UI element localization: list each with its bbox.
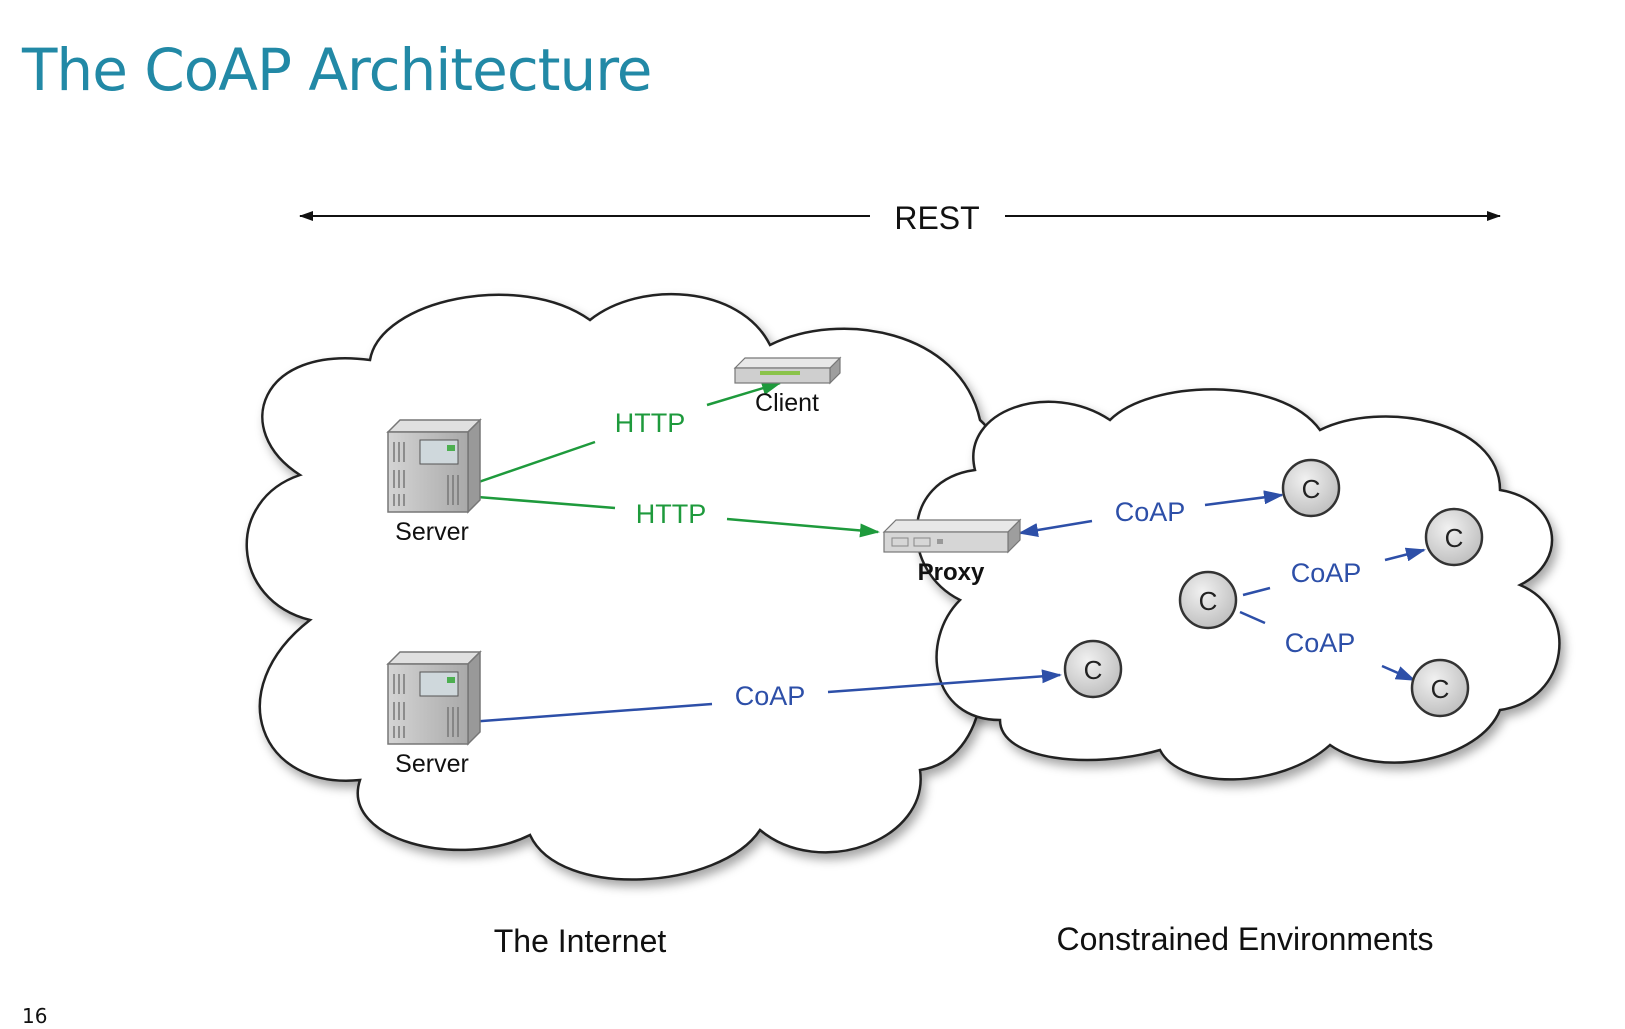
proxy: Proxy <box>882 518 1022 586</box>
internet-cloud <box>245 292 1006 881</box>
coap-label-proxy: CoAP <box>1115 497 1186 527</box>
rest-arrow: REST <box>299 200 1501 236</box>
client-label: Client <box>755 389 819 417</box>
coap-link-server-arrow <box>440 702 713 730</box>
coap-label-lower: CoAP <box>1285 628 1356 658</box>
slide-title: The CoAP Architecture <box>22 36 652 104</box>
constrained-node-4: C <box>1063 639 1123 699</box>
internet-region-label: The Internet <box>494 923 667 959</box>
proxy-label: Proxy <box>918 559 985 586</box>
client: Client <box>733 356 842 417</box>
coap-link-c1-arrow <box>1204 490 1284 507</box>
coap-link-c2-arrow <box>1384 547 1426 562</box>
coap-links: CoAP CoAP CoAP CoAP <box>440 490 1426 730</box>
server-bottom-label: Server <box>395 750 469 778</box>
proxy-device-icon <box>882 518 1022 554</box>
http-links: HTTP HTTP <box>436 381 880 538</box>
client-device-icon <box>733 356 842 385</box>
constrained-cloud <box>915 388 1561 781</box>
page-number: 16 <box>22 1004 48 1028</box>
constrained-node-2: C <box>1424 507 1484 567</box>
constrained-nodes: C C C C C <box>1063 458 1484 718</box>
constrained-node-1: C <box>1281 458 1341 518</box>
server-top-label: Server <box>395 518 469 546</box>
coap-label-upper: CoAP <box>1291 558 1362 588</box>
server-icon <box>386 650 482 746</box>
server-top: Server <box>386 418 482 546</box>
coap-link-c-bottom-arrow <box>827 669 1062 694</box>
constrained-node-label: C <box>1084 655 1103 685</box>
coap-label-server: CoAP <box>735 681 806 711</box>
coap-link-c-hub-lower <box>1239 610 1266 625</box>
server-icon <box>386 418 482 514</box>
constrained-node-label: C <box>1199 586 1218 616</box>
constrained-node-label: C <box>1302 474 1321 504</box>
rest-label: REST <box>894 200 979 236</box>
constrained-node-3: C <box>1410 658 1470 718</box>
coap-link-proxy-arrow <box>1018 519 1093 537</box>
constrained-node-label: C <box>1431 674 1450 704</box>
http-link-client-arrow <box>706 381 782 407</box>
constrained-node-hub: C <box>1178 570 1238 630</box>
coap-link-c-hub-upper <box>1242 586 1271 597</box>
coap-link-c3-arrow <box>1381 664 1416 682</box>
http-label-client: HTTP <box>615 408 686 438</box>
http-label-proxy: HTTP <box>636 499 707 529</box>
constrained-node-label: C <box>1445 523 1464 553</box>
http-link-proxy-arrow <box>726 517 880 538</box>
constrained-region-label: Constrained Environments <box>1056 921 1433 957</box>
server-bottom: Server <box>386 650 482 778</box>
